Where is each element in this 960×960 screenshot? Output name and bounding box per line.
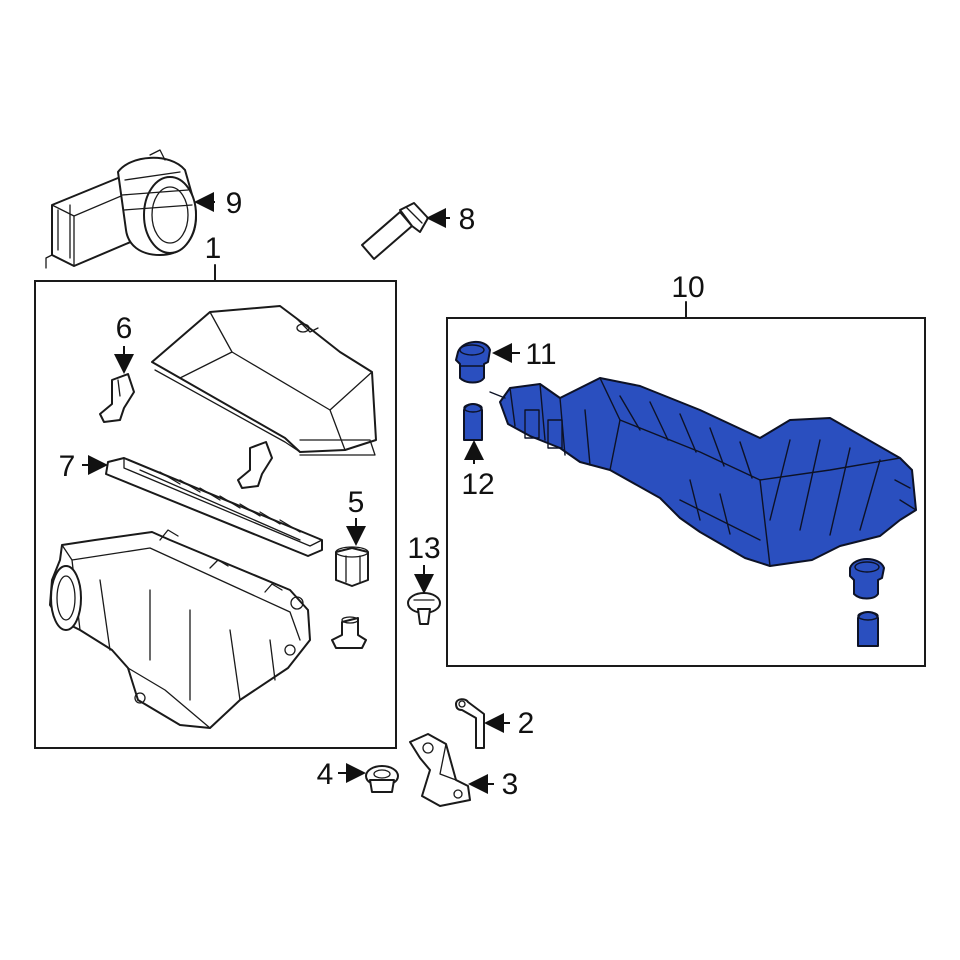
callout-9: 9 xyxy=(226,187,243,220)
part-3-bracket[interactable] xyxy=(409,733,471,807)
part-2-rod[interactable] xyxy=(455,698,485,749)
grommet-lower xyxy=(331,616,367,649)
callout-3: 3 xyxy=(502,768,519,801)
callout-13: 13 xyxy=(407,532,440,565)
part-11-grommet[interactable] xyxy=(455,341,491,384)
part-9-mass-air-flow-sensor[interactable] xyxy=(45,149,197,269)
part-5-grommet[interactable] xyxy=(335,546,369,587)
part-12-sleeve[interactable] xyxy=(463,403,483,441)
callout-8: 8 xyxy=(459,203,476,236)
callout-12: 12 xyxy=(461,468,494,501)
callout-arrows xyxy=(82,192,520,794)
callout-6: 6 xyxy=(116,312,133,345)
callout-11: 11 xyxy=(525,338,556,371)
callout-4: 4 xyxy=(317,758,334,791)
air-cleaner-upper-cover[interactable] xyxy=(151,305,377,456)
part-6-bracket[interactable] xyxy=(99,373,135,423)
part-10-air-duct-resonator[interactable] xyxy=(489,377,917,567)
sleeve-right[interactable] xyxy=(857,611,879,647)
callout-10: 10 xyxy=(671,271,704,304)
part-8-clip[interactable] xyxy=(361,202,429,260)
callout-7: 7 xyxy=(59,450,76,483)
air-cleaner-lower-housing[interactable] xyxy=(49,529,311,729)
callout-1: 1 xyxy=(205,232,222,265)
bracket-under-cover xyxy=(237,441,273,489)
grommet-right[interactable] xyxy=(849,558,885,600)
part-4-grommet[interactable] xyxy=(365,765,399,793)
part-13-push-pin[interactable] xyxy=(407,592,441,625)
callout-5: 5 xyxy=(348,486,365,519)
callout-2: 2 xyxy=(518,707,535,740)
